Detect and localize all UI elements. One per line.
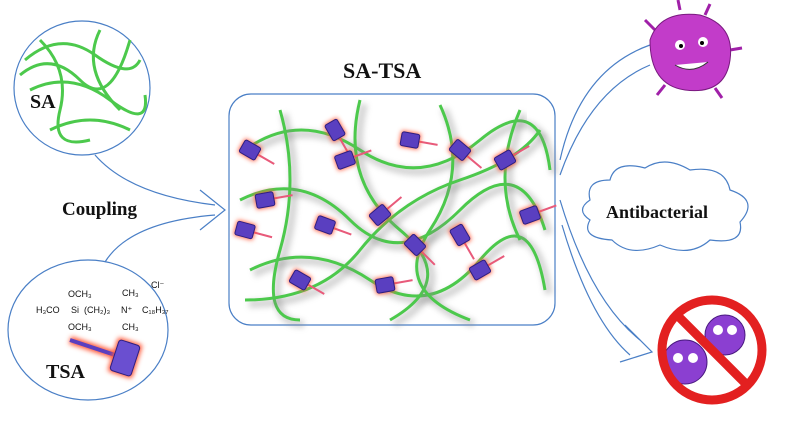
sa-fiber xyxy=(91,29,122,112)
formula-counterion: Cl⁻ xyxy=(151,280,164,290)
hammer-head xyxy=(404,234,426,256)
formula-right: C₁₈H₃₇ xyxy=(142,305,169,315)
tsa-hammer-icon xyxy=(399,130,438,150)
formula-chain: (CH₂)₃ xyxy=(84,305,110,315)
tsa-hammer-icon xyxy=(238,138,275,165)
hammer-head xyxy=(449,223,471,247)
antibacterial-label: Antibacterial xyxy=(606,202,708,222)
formula-left: H₃CO xyxy=(36,305,60,315)
tsa-hammer-icon xyxy=(254,190,293,210)
sa-fiber xyxy=(24,42,142,71)
hammer-head xyxy=(493,149,517,171)
sa-label: SA xyxy=(30,91,56,113)
tsa-hammer-icon xyxy=(313,214,352,236)
sa-fiber xyxy=(38,38,91,144)
tsa-hammer-icon xyxy=(288,268,325,295)
sa-tsa-network xyxy=(228,93,558,328)
formula-n: N⁺ xyxy=(121,305,132,315)
hammer-head xyxy=(254,191,276,209)
sa-fiber xyxy=(19,39,132,91)
antibacterial-cloud: Antibacterial xyxy=(581,161,749,251)
fiber xyxy=(271,109,301,322)
sa-tsa-title: SA-TSA xyxy=(343,58,421,83)
formula-bottom: OCH₃ xyxy=(68,322,92,332)
tsa-hammer-icon xyxy=(374,275,413,295)
hammer-head xyxy=(314,215,336,235)
network-hammers xyxy=(233,118,557,295)
formula-top: OCH₃ xyxy=(68,289,92,299)
hammer-head xyxy=(519,205,541,225)
sa-fibers xyxy=(19,29,148,144)
fiber xyxy=(353,99,429,322)
tsa-hammer-icon xyxy=(368,196,403,227)
tsa-hammer-icon xyxy=(518,204,557,226)
tsa-hammer-icon xyxy=(403,233,436,266)
hammer-head xyxy=(238,139,262,161)
tsa-hammer-icon xyxy=(448,223,475,260)
tsa-hammer-icon xyxy=(323,118,350,155)
coupling-arrow-icon xyxy=(94,154,226,263)
tsa-hammer-icon xyxy=(493,145,530,172)
hammer-head xyxy=(324,118,346,142)
fiber xyxy=(503,109,522,241)
hammer-head xyxy=(288,269,312,291)
formula-ch3-bottom: CH₃ xyxy=(122,322,139,332)
virus-icon xyxy=(643,0,743,99)
formula-si: Si xyxy=(71,305,79,315)
result-arrows-icon xyxy=(559,44,654,363)
formula-ch3-top: CH₃ xyxy=(122,288,139,298)
hammer-head xyxy=(234,220,256,240)
hammer-head xyxy=(448,139,472,161)
tsa-hammer-icon xyxy=(333,149,372,171)
tsa-hammer-icon xyxy=(448,138,483,169)
tsa-hammer-icon xyxy=(68,336,143,379)
fiber xyxy=(244,119,552,171)
fiber xyxy=(415,104,471,322)
sa-fiber xyxy=(49,118,131,132)
tsa-label: TSA xyxy=(46,361,85,383)
hammer-head xyxy=(399,131,421,149)
coupling-label: Coupling xyxy=(62,199,137,220)
tsa-hammer-icon xyxy=(233,220,273,240)
tsa-hammer-icon xyxy=(468,255,505,282)
network-fibers xyxy=(239,99,558,328)
hammer-head xyxy=(334,150,356,170)
hammer-head xyxy=(368,204,392,226)
fiber-shadow xyxy=(505,112,528,246)
sa-ellipse: SA xyxy=(13,20,151,156)
bacteria-ban-icon xyxy=(657,295,767,405)
hammer-head xyxy=(468,259,492,281)
tsa-ellipse: OCH₃ H₃CO Si (CH₂)₃ N⁺ C₁₈H₃₇ OCH₃ CH₃ C… xyxy=(7,259,169,401)
hammer-head xyxy=(374,276,396,294)
